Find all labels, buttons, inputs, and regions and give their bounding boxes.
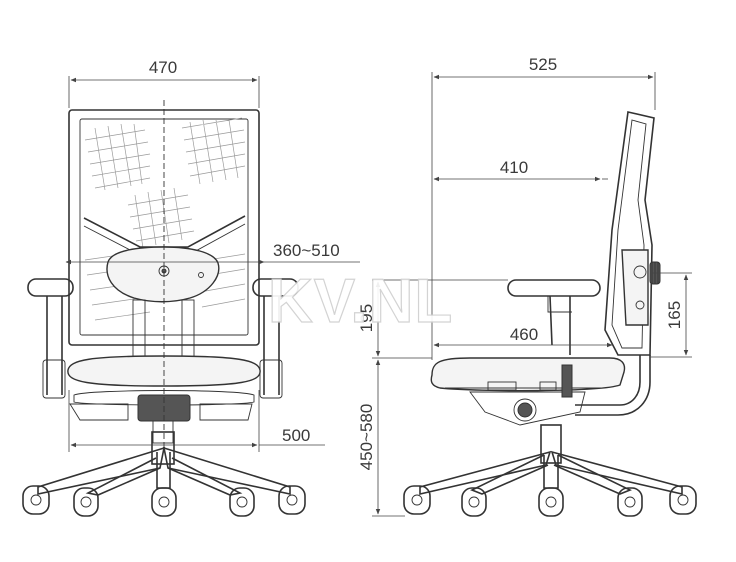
front-mechanism [69, 390, 255, 444]
seat-height-label: 450~580 [357, 404, 376, 471]
front-gas-lift [151, 431, 175, 465]
front-casters [22, 485, 306, 517]
front-base [37, 446, 291, 496]
overall-width-label: 470 [149, 58, 177, 77]
side-dimension-lines [372, 72, 692, 517]
lumbar-height-label: 165 [665, 301, 684, 329]
overall-depth-label: 525 [529, 55, 557, 74]
watermark: KV.NL [268, 267, 453, 336]
front-armrests [27, 278, 299, 399]
side-view: 525 410 460 195 450~580 165 [357, 55, 697, 517]
front-view: 470 360~510 500 [22, 58, 360, 517]
side-backrest [604, 111, 661, 356]
armrest-depth-label: 460 [510, 325, 538, 344]
front-dimension-lines [65, 76, 360, 452]
seat-depth-label: 410 [500, 158, 528, 177]
lumbar-pad [106, 246, 220, 303]
side-seat [430, 357, 626, 392]
side-base [419, 450, 683, 496]
side-casters [403, 485, 697, 517]
side-gas-lift [540, 424, 562, 464]
base-width-label: 500 [282, 426, 310, 445]
armrest-width-label: 360~510 [273, 241, 340, 260]
side-mechanism [469, 355, 651, 426]
armrest-height-label: 195 [357, 304, 376, 332]
